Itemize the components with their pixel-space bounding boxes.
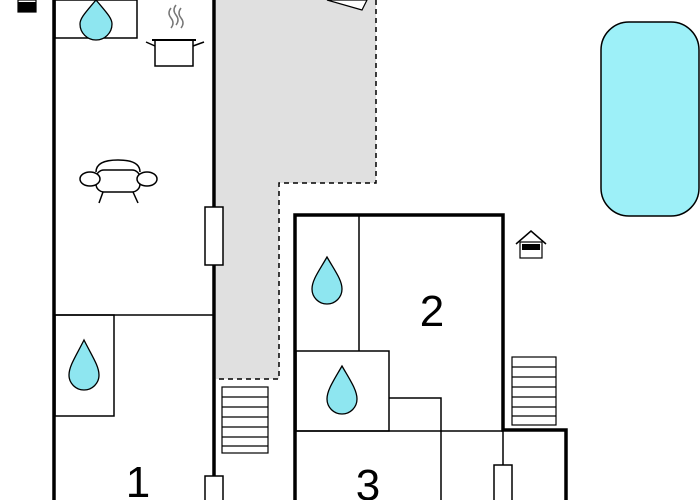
stairs-icon (221, 386, 269, 454)
fireplace-icon (515, 230, 547, 259)
room-label-1: 1 (126, 458, 150, 500)
window-icon (204, 206, 224, 266)
room-label-3: 3 (356, 461, 380, 500)
window-icon (204, 475, 224, 500)
terrace-outline (216, 0, 377, 380)
kitchen-pot-icon (145, 4, 205, 67)
water-drop-icon (326, 364, 358, 415)
terrace-triangle (326, 0, 368, 11)
window-icon (493, 464, 513, 500)
inner-wall-room3 (296, 397, 442, 432)
sofa-icon (79, 159, 158, 204)
pool-icon (600, 21, 700, 217)
water-drop-icon (79, 0, 113, 41)
right-building-wall (293, 213, 568, 500)
water-drop-icon (68, 338, 100, 391)
terrace (216, 0, 376, 379)
bathroom-lower-left (54, 314, 115, 417)
room-label-2: 2 (420, 287, 444, 336)
water-drop-icon (311, 255, 343, 305)
fireplace-icon (17, 0, 37, 13)
stairs-icon (511, 356, 557, 426)
